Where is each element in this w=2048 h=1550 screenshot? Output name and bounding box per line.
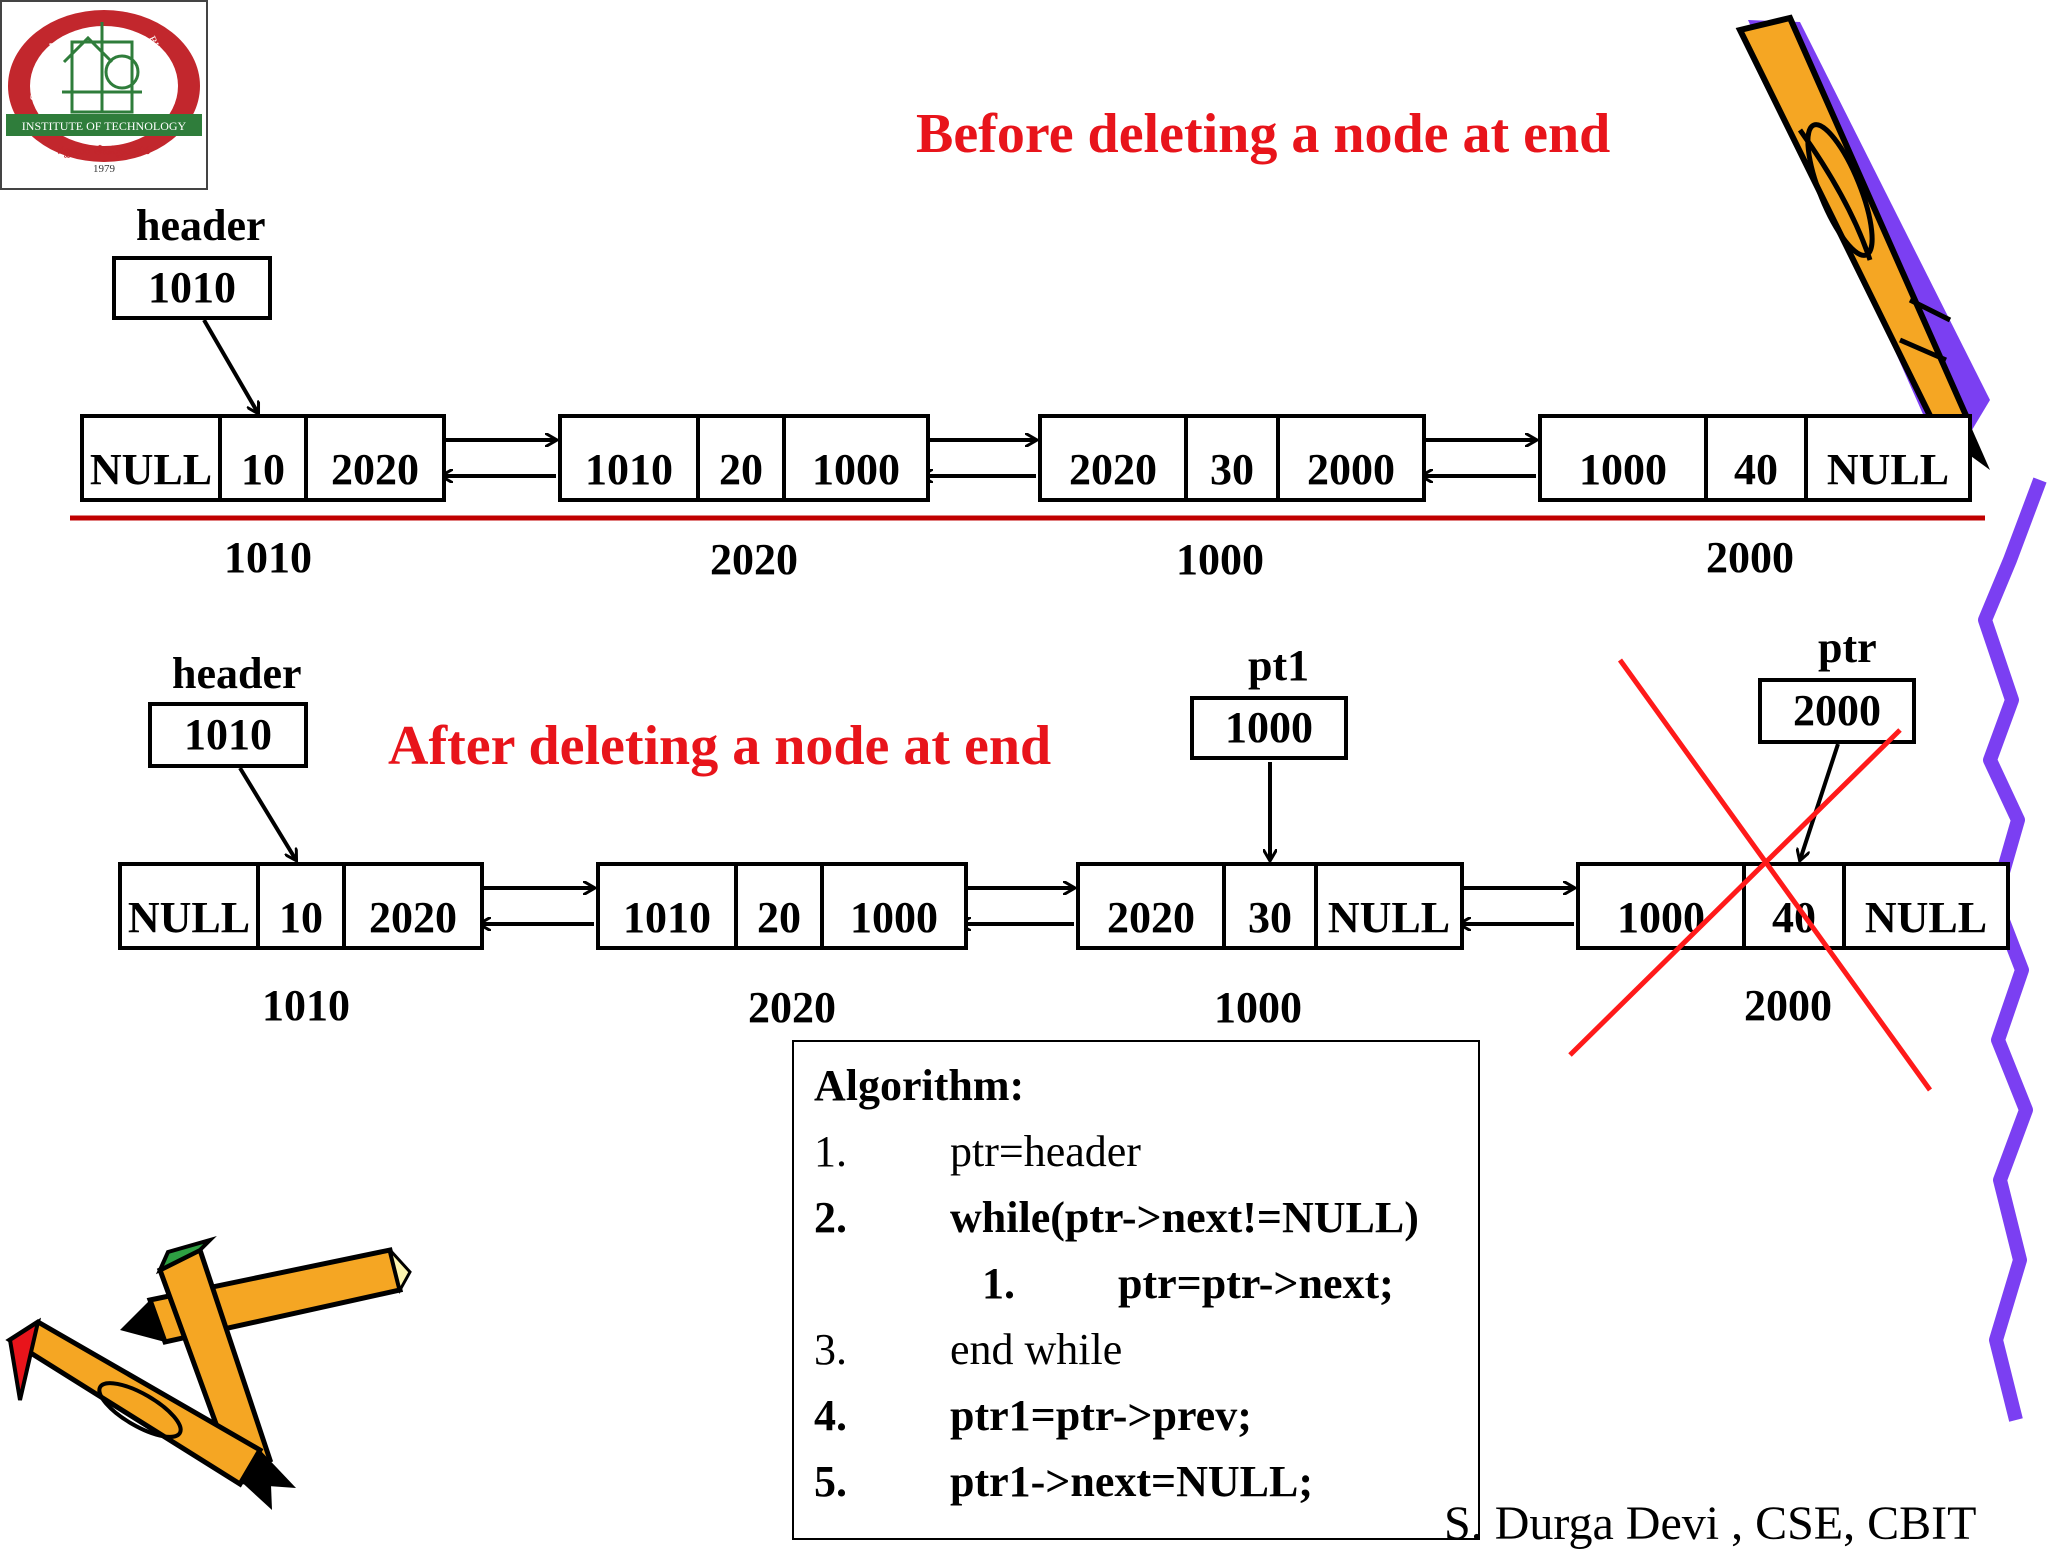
- institute-logo: INSTITUTE OF TECHNOLOGY స్వయం తేజస్విన్ …: [0, 0, 208, 190]
- logo-motto-text: స్వయం తేజస్విన్ భవ: [58, 144, 151, 158]
- before-node-3-address: 1000: [1176, 535, 1264, 584]
- step-text: while(ptr->next!=NULL): [950, 1193, 1419, 1242]
- node-next: 2020: [331, 445, 419, 494]
- step-text: ptr=header: [950, 1127, 1141, 1176]
- after-node-1-address: 1010: [262, 981, 350, 1030]
- node-data: 20: [700, 418, 786, 498]
- step-text: ptr=ptr->next;: [1118, 1259, 1394, 1308]
- before-title: Before deleting a node at end: [916, 103, 1611, 165]
- after-node-2: 1010 20 1000: [596, 862, 968, 950]
- step-number: 4.: [814, 1391, 847, 1440]
- node-prev: 2020: [1080, 866, 1226, 946]
- pencils-icon: [5, 1235, 412, 1510]
- node-data: 30: [1226, 866, 1318, 946]
- after-node-4-address: 2000: [1744, 981, 1832, 1030]
- step-text: end while: [950, 1325, 1123, 1374]
- before-node-2: 1010 20 1000: [558, 414, 930, 502]
- node-prev: 1010: [562, 418, 700, 498]
- node-prev: 1000: [1580, 866, 1746, 946]
- before-node-1: NULL 10 2020: [80, 414, 446, 502]
- node-prev: 1010: [600, 866, 738, 946]
- after-node-3-address: 1000: [1214, 983, 1302, 1032]
- algorithm-title: Algorithm:: [814, 1061, 1025, 1110]
- logo-year-text: 1979: [93, 163, 116, 175]
- step-number: 1.: [982, 1259, 1015, 1308]
- step-number: 5.: [814, 1457, 847, 1506]
- node-data: 40: [1746, 866, 1846, 946]
- squiggle-decoration: [1978, 477, 2047, 1422]
- after-links: [480, 888, 1574, 924]
- before-node-4-address: 2000: [1706, 533, 1794, 582]
- node-next: NULL: [1864, 893, 1988, 942]
- after-node-4-deleted: 1000 40 NULL: [1576, 862, 2010, 950]
- before-header-value: 1010: [148, 263, 236, 312]
- before-header-arrow: [202, 318, 258, 413]
- node-data: 40: [1708, 418, 1808, 498]
- node-next: 2020: [369, 893, 457, 942]
- node-data: 30: [1188, 418, 1280, 498]
- step-text: ptr1=ptr->prev;: [950, 1391, 1252, 1440]
- node-data: 10: [222, 418, 308, 498]
- pt1-value: 1000: [1225, 703, 1313, 752]
- before-node-2-address: 2020: [710, 535, 798, 584]
- node-prev: NULL: [84, 418, 222, 498]
- pt1-label: pt1: [1248, 641, 1310, 690]
- after-header-value: 1010: [184, 710, 272, 759]
- step-number: 2.: [814, 1193, 847, 1242]
- step-text: ptr1->next=NULL;: [950, 1457, 1313, 1506]
- ptr-box: 2000: [1758, 678, 1916, 744]
- node-prev: NULL: [122, 866, 260, 946]
- after-title: After deleting a node at end: [388, 715, 1052, 777]
- before-header-label: header: [136, 201, 266, 250]
- before-links: [442, 440, 1536, 476]
- before-header-box: 1010: [112, 256, 272, 320]
- node-next: 1000: [812, 445, 900, 494]
- institute-logo-emblem: INSTITUTE OF TECHNOLOGY స్వయం తేజస్విన్ …: [6, 10, 202, 175]
- before-node-1-address: 1010: [224, 533, 312, 582]
- after-node-1: NULL 10 2020: [118, 862, 484, 950]
- pencil-icon: [1735, 14, 1990, 470]
- node-data: 20: [738, 866, 824, 946]
- algorithm-box: Algorithm: 1. ptr=header 2. while(ptr->n…: [792, 1040, 1480, 1540]
- after-header-box: 1010: [148, 702, 308, 768]
- pt1-box: 1000: [1190, 696, 1348, 760]
- node-next: NULL: [1327, 893, 1451, 942]
- node-prev: 2020: [1042, 418, 1188, 498]
- ptr-label: ptr: [1818, 623, 1877, 672]
- step-number: 3.: [814, 1325, 847, 1374]
- logo-band-text: INSTITUTE OF TECHNOLOGY: [22, 119, 187, 133]
- node-prev: 1000: [1542, 418, 1708, 498]
- node-next: NULL: [1826, 445, 1950, 494]
- before-node-4: 1000 40 NULL: [1538, 414, 1972, 502]
- node-data: 10: [260, 866, 346, 946]
- ptr-arrow: [1800, 743, 1840, 860]
- footer-author: S. Durga Devi , CSE, CBIT: [1444, 1497, 1977, 1550]
- after-header-arrow: [238, 766, 296, 860]
- before-node-3: 2020 30 2000: [1038, 414, 1426, 502]
- node-next: 1000: [850, 893, 938, 942]
- after-node-2-address: 2020: [748, 983, 836, 1032]
- node-next: 2000: [1307, 445, 1395, 494]
- after-header-label: header: [172, 649, 302, 698]
- after-node-3: 2020 30 NULL: [1076, 862, 1464, 950]
- ptr-value: 2000: [1793, 686, 1881, 735]
- step-number: 1.: [814, 1127, 847, 1176]
